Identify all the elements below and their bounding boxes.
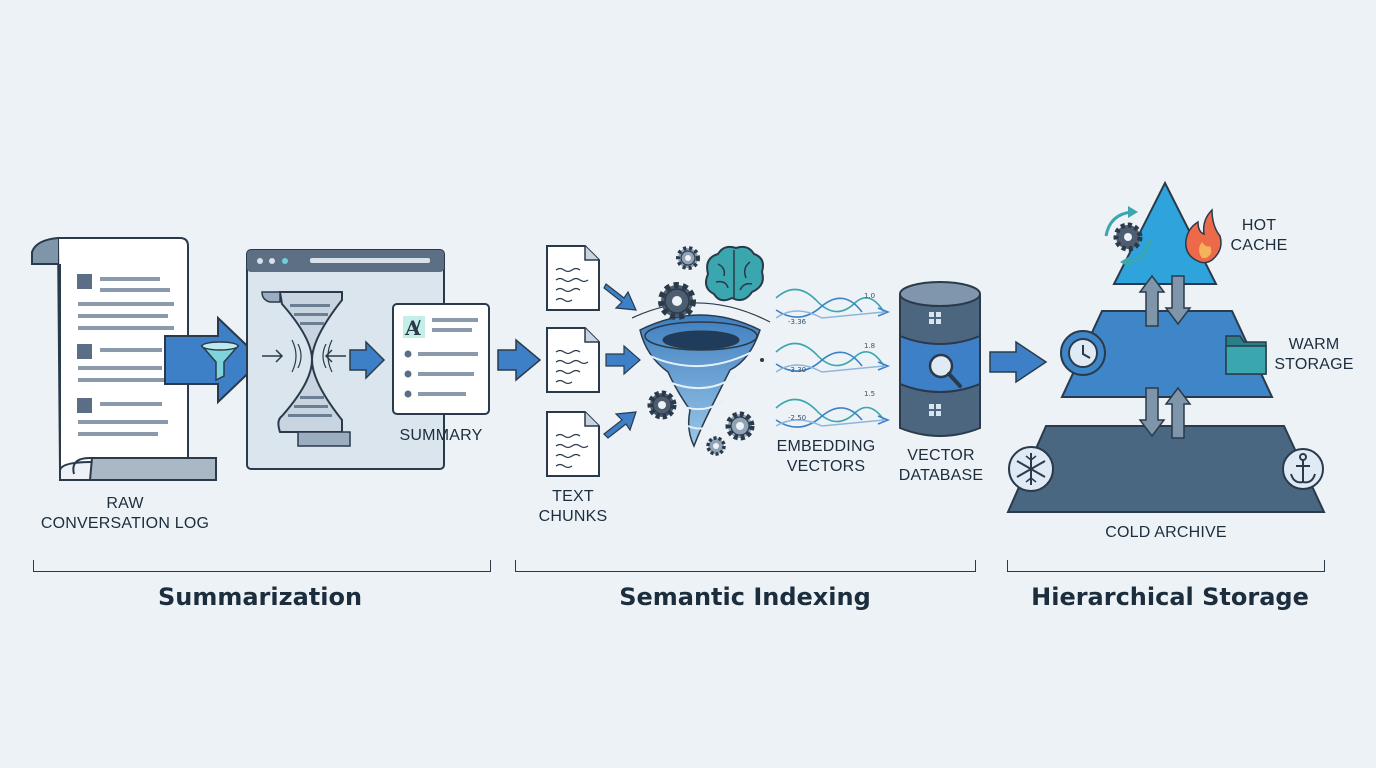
clock-icon: [1060, 330, 1106, 376]
embedding-vectors-label: EMBEDDING VECTORS: [766, 437, 886, 477]
hot-cache-label: HOT CACHE: [1220, 216, 1298, 256]
text-chunk-icon: [546, 245, 600, 311]
snowflake-icon: [1008, 446, 1054, 492]
label-line: DATABASE: [898, 467, 984, 484]
label-line: RAW: [106, 495, 144, 512]
section-title-hierarchical-storage: Hierarchical Storage: [1031, 583, 1309, 611]
gear-icon: [647, 390, 677, 420]
arrow-to-summary: [349, 340, 386, 380]
section-title-summarization: Summarization: [157, 583, 363, 611]
label-line: VECTOR: [907, 447, 975, 464]
label-line: TEXT: [552, 488, 594, 505]
text-chunks-label: TEXT CHUNKS: [520, 487, 626, 527]
gear-icon: [725, 411, 755, 441]
cold-tier: [1006, 425, 1326, 513]
label-line: CHUNKS: [538, 508, 608, 525]
label-line: VECTORS: [786, 458, 866, 475]
raw-log-label: RAW CONVERSATION LOG: [30, 494, 220, 534]
gear-icon: [676, 246, 700, 270]
database-icon: [899, 281, 981, 437]
magnifier-icon: [928, 353, 962, 388]
arrow-chunk-3: [603, 411, 637, 439]
arrow-up: [1138, 274, 1166, 327]
arrow-down: [1138, 387, 1166, 438]
flame-icon: [1185, 208, 1222, 264]
arrow-to-chunks: [497, 338, 542, 382]
arrow-to-storage: [989, 340, 1048, 384]
label-line: EMBEDDING: [776, 438, 876, 455]
label-line: HOT: [1241, 217, 1277, 234]
hourglass-scroll-icon: [261, 291, 351, 447]
storage-pyramid: [1006, 180, 1326, 513]
label-line: CACHE: [1230, 237, 1288, 254]
text-chunk-icon: [546, 327, 600, 393]
summary-label: SUMMARY: [386, 426, 496, 446]
semantic-indexing-bracket: [515, 560, 976, 572]
funnel-arrow: [164, 315, 264, 405]
label-line: COLD ARCHIVE: [1105, 524, 1227, 541]
label-line: WARM: [1288, 336, 1340, 353]
tornado-icon: [631, 302, 771, 448]
brain-icon: [705, 245, 764, 302]
vector-value: 1.5: [864, 390, 875, 398]
anchor-icon: [1282, 448, 1324, 490]
folder-icon: [1225, 335, 1267, 375]
vector-value: -3.36: [788, 318, 807, 326]
vector-value: -3.30: [788, 366, 806, 374]
summarization-bracket: [33, 560, 491, 572]
text-chunk-icon: [546, 411, 600, 477]
vector-database-label: VECTOR DATABASE: [886, 446, 996, 486]
svg-text:A: A: [404, 316, 421, 340]
refresh-gear-icon: [1104, 206, 1152, 268]
warm-storage-label: WARM STORAGE: [1270, 335, 1358, 375]
arrow-chunk-1: [603, 283, 637, 311]
summary-document-icon: A: [392, 303, 490, 415]
vector-value: 1.8: [864, 342, 875, 350]
arrow-chunk-2: [605, 344, 641, 376]
cold-archive-label: COLD ARCHIVE: [1086, 523, 1246, 543]
scroll-document-icon: [31, 237, 217, 481]
label-line: SUMMARY: [399, 427, 483, 444]
funnel-icon: [200, 341, 240, 382]
vector-value: -2.50: [788, 414, 806, 422]
hierarchical-storage-bracket: [1007, 560, 1325, 572]
label-line: CONVERSATION LOG: [40, 515, 210, 532]
arrow-down: [1164, 275, 1192, 326]
gear-icon: [658, 282, 696, 320]
vector-value: 1.0: [864, 292, 875, 300]
embedding-vectors: -3.36 1.0 -3.30 1.8 -2.50 1.5: [775, 288, 891, 428]
arrow-up: [1164, 386, 1192, 439]
label-line: STORAGE: [1274, 356, 1354, 373]
gear-icon: [706, 436, 726, 456]
section-title-semantic-indexing: Semantic Indexing: [619, 583, 871, 611]
